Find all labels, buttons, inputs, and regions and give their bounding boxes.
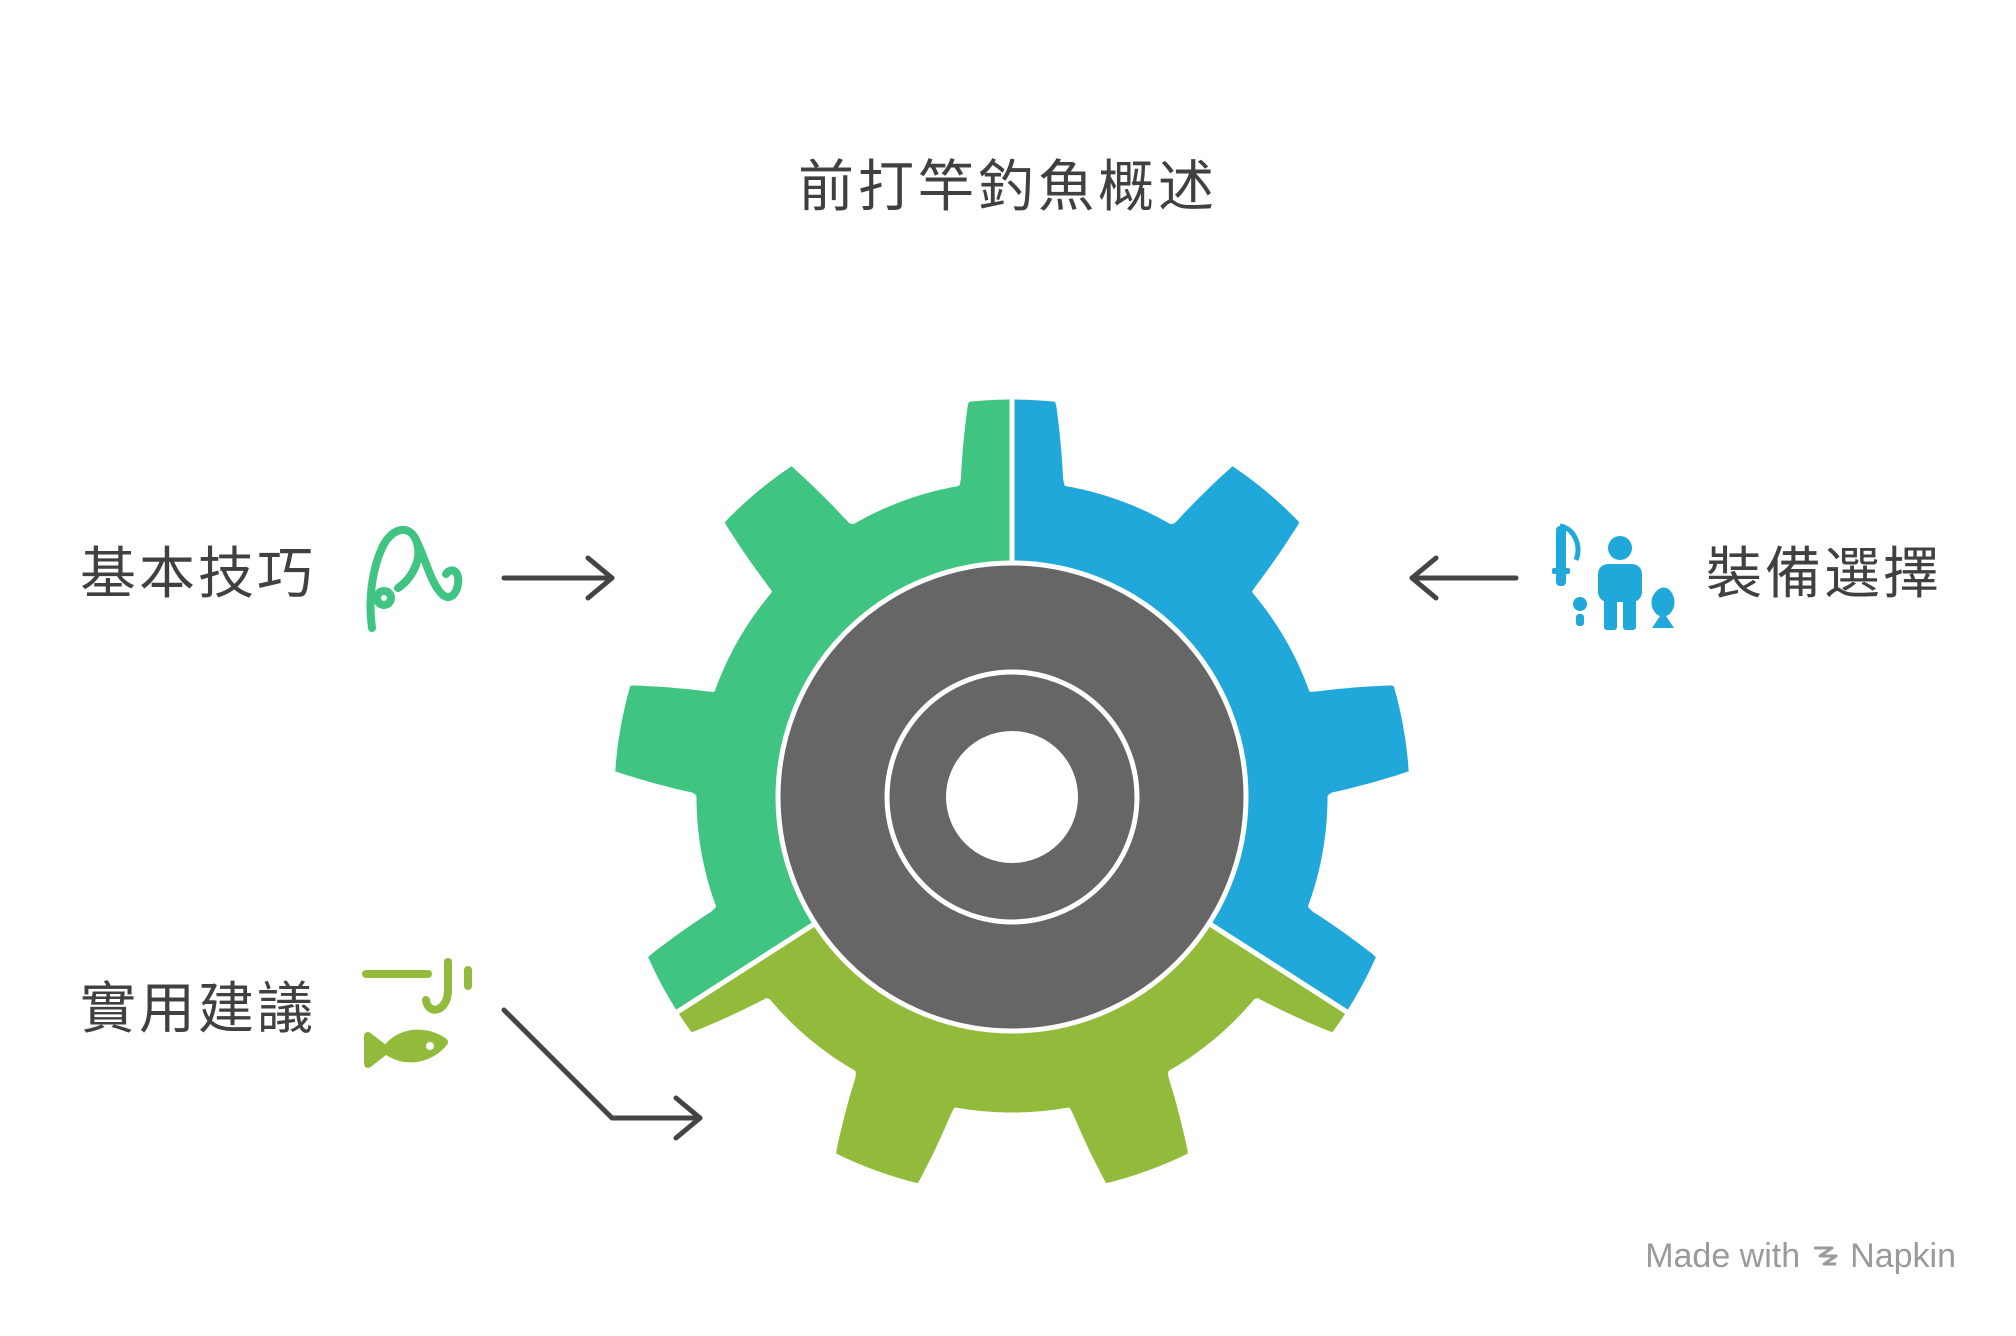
fishing-rod-line-icon [366, 525, 463, 632]
angler-with-rod-and-fish-icon [1552, 523, 1675, 630]
napkin-watermark: Made with Napkin [1645, 1237, 1956, 1276]
label-equipment-selection: 裝備選擇 [1706, 542, 1942, 607]
arrow-practical-tips [501, 1007, 703, 1141]
diagram-title: 前打竿釣魚概述 [798, 155, 1218, 220]
label-practical-tips: 實用建議 [80, 977, 316, 1042]
arrow-equipment-selection [1409, 555, 1519, 601]
arrow-basic-techniques [501, 555, 615, 601]
fish-on-hook-icon [362, 958, 472, 1068]
label-basic-techniques: 基本技巧 [80, 542, 316, 607]
watermark-prefix: Made with [1645, 1237, 1801, 1275]
fish-eye [426, 1042, 434, 1050]
hub-inner-ring [884, 669, 1140, 925]
watermark-brand: Napkin [1850, 1237, 1956, 1275]
hub-center-hole [946, 731, 1078, 863]
napkin-logo-icon [1814, 1246, 1838, 1265]
